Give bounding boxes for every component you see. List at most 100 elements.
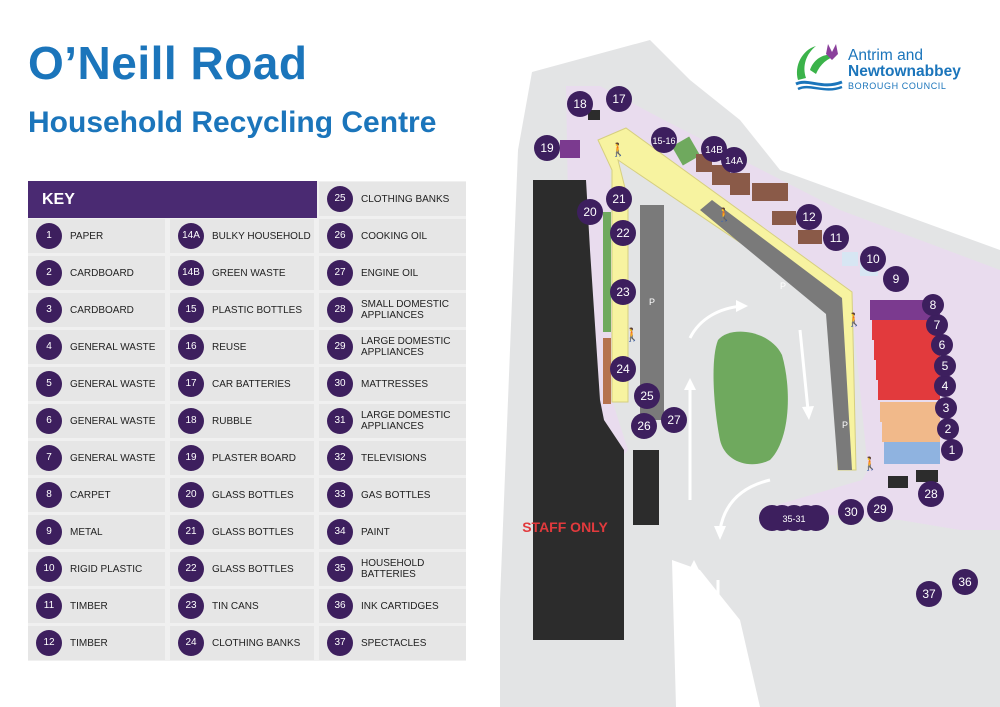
map-marker-circle: [922, 294, 944, 316]
key-item-number: 11: [36, 593, 62, 619]
key-item-number: 15: [178, 297, 204, 323]
key-item-label: GENERAL WASTE: [70, 452, 156, 464]
map-marker-circle: [534, 135, 560, 161]
bulky-bay-3: [752, 183, 788, 201]
logo-text-line3: BOROUGH COUNCIL: [848, 81, 947, 91]
map-marker-label: 27: [667, 413, 681, 427]
map-marker-label: 14B: [705, 145, 723, 156]
map-marker-circle: [661, 407, 687, 433]
map-marker-11: 11: [823, 225, 849, 251]
map-marker-circle: [823, 225, 849, 251]
map-marker-20: 20: [577, 199, 603, 225]
key-item-number: 16: [178, 334, 204, 360]
key-item-label: TIMBER: [70, 637, 108, 649]
key-item-number: 2: [36, 260, 62, 286]
key-item-number: 10: [36, 556, 62, 582]
key-item-number: 30: [327, 371, 353, 397]
pedestrian-icon: 🚶: [846, 312, 862, 327]
map-marker-28: 28: [918, 481, 944, 507]
traffic-arrow-head-top: [736, 300, 748, 312]
key-item-number: 21: [178, 519, 204, 545]
map-marker-label: 5: [942, 359, 949, 373]
map-marker-label: 17: [612, 92, 626, 106]
traffic-arrow-head-down-right: [802, 406, 814, 420]
key-item-label: LARGE DOMESTIC APPLIANCES: [361, 410, 451, 432]
map-marker-circle: [867, 496, 893, 522]
map-marker-17: 17: [606, 86, 632, 112]
map-marker-label: 19: [540, 141, 554, 155]
map-marker-circle: [701, 136, 727, 162]
key-item-number: 34: [327, 519, 353, 545]
map-marker-circle: [631, 413, 657, 439]
cardboard-bay-3: [880, 402, 940, 422]
key-item-number: 17: [178, 371, 204, 397]
map-marker-21: 21: [606, 186, 632, 212]
map-marker-circle: [931, 334, 953, 356]
traffic-arrow-head-bottom: [714, 526, 726, 540]
rigid-plastic-bay: [842, 252, 858, 266]
map-marker-label: 11: [830, 231, 843, 245]
access-road-lower: [640, 470, 740, 560]
key-item-number: 18: [178, 408, 204, 434]
key-item-16: 16 REUSE: [170, 330, 314, 364]
map-marker-35-31: 35-31: [759, 505, 829, 531]
key-item-number: 28: [327, 297, 353, 323]
map-marker-label: 14A: [725, 156, 743, 167]
map-marker-label: 36: [958, 575, 972, 589]
logo-text-line1: Antrim and: [848, 47, 923, 64]
key-item-number: 14A: [178, 223, 204, 249]
rubble-bay: [588, 110, 600, 120]
key-item-label: CLOTHING BANKS: [212, 637, 301, 649]
map-marker-label: 35-31: [782, 514, 805, 524]
map-marker-label: 25: [640, 389, 654, 403]
key-item-number: 33: [327, 482, 353, 508]
map-marker-15-16: 15-16: [651, 127, 677, 153]
pedestrian-icon: 🚶: [862, 456, 878, 471]
key-item-label: PAINT: [361, 526, 390, 538]
timber-bay-12: [772, 211, 796, 225]
map-marker-circle: [937, 418, 959, 440]
key-item-label: CARDBOARD: [70, 304, 134, 316]
cardboard-bay-2: [882, 422, 940, 442]
map-marker-29: 29: [867, 496, 893, 522]
map-marker-label: 26: [637, 419, 651, 433]
key-item-label: CAR BATTERIES: [212, 378, 291, 390]
key-item-8: 8 CARPET: [28, 478, 165, 512]
map-marker-label: 3: [943, 401, 950, 415]
key-item-label: GLASS BOTTLES: [212, 489, 294, 501]
key-item-label: REUSE: [212, 341, 247, 353]
map-marker-label: 21: [612, 192, 626, 206]
site-map: STAFF ONLY P P P 🚶 🚶 🚶 🚶 🚶 123: [500, 40, 1000, 707]
key-item-number: 4: [36, 334, 62, 360]
map-marker-3: 3: [935, 397, 957, 419]
map-marker-circle: [796, 204, 822, 230]
key-item-20: 20 GLASS BOTTLES: [170, 478, 314, 512]
key-item-number: 20: [178, 482, 204, 508]
map-marker-label: 9: [893, 272, 900, 286]
plastic-bottles-bay: [671, 136, 701, 166]
pedestrian-icon: 🚶: [610, 142, 626, 157]
key-item-number: 8: [36, 482, 62, 508]
map-marker-circle: [721, 147, 747, 173]
plaster-board-bay: [560, 140, 580, 158]
key-item-label: GLASS BOTTLES: [212, 563, 294, 575]
map-marker-label: 20: [583, 205, 597, 219]
key-item-label: CARPET: [70, 489, 111, 501]
pedestrian-icon: 🚶: [624, 327, 640, 342]
small-appliances-bay-b: [916, 470, 938, 482]
map-marker-24: 24: [610, 356, 636, 382]
key-item-label: SMALL DOMESTIC APPLIANCES: [361, 299, 449, 321]
map-marker-9: 9: [883, 266, 909, 292]
key-item-label: CLOTHING BANKS: [361, 193, 450, 205]
map-marker-circle: [941, 439, 963, 461]
map-marker-label: 6: [939, 338, 946, 352]
